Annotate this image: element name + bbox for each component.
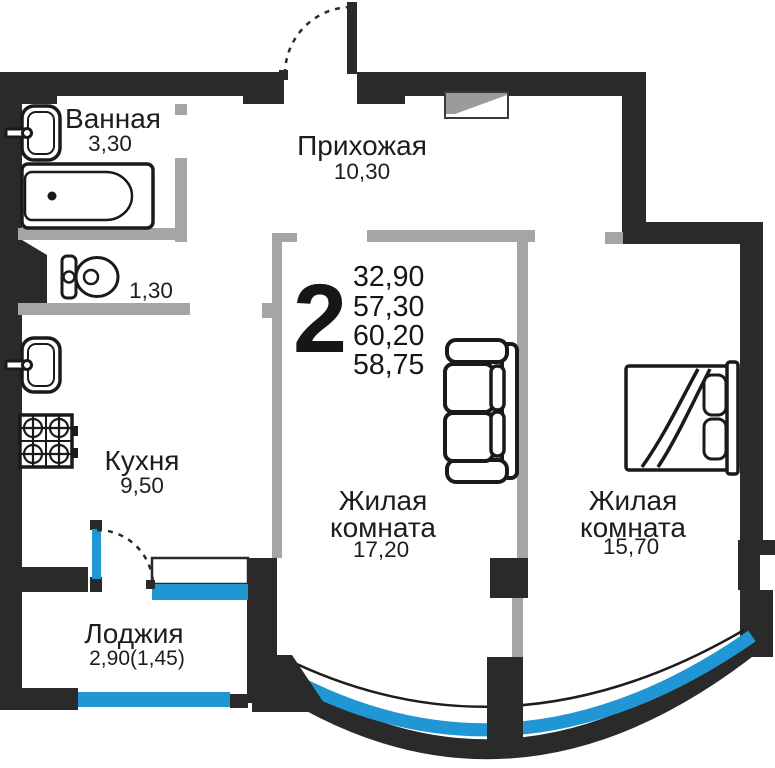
room-area: 9,50 — [120, 473, 164, 498]
room-area: 1,30 — [129, 278, 173, 303]
doors — [92, 2, 357, 589]
room-living-1: Жилая комната 17,20 — [330, 485, 436, 562]
partition-segment — [517, 242, 528, 558]
bathroom-fixtures — [4, 104, 155, 300]
wall-segment — [357, 96, 405, 104]
bay-window — [252, 628, 767, 760]
wall-segment — [490, 558, 528, 598]
room-label: Прихожая — [297, 130, 427, 161]
wall-segment — [22, 567, 88, 592]
room-label: Жилая — [339, 485, 428, 516]
bay-left-pier — [252, 655, 330, 712]
partition-segment — [367, 230, 535, 242]
partition-segment — [272, 233, 282, 558]
partition-segment — [605, 232, 623, 244]
door-stop — [146, 580, 155, 589]
wall-segment — [243, 96, 284, 104]
room-labels: Ванная 3,30 1,30 Прихожая 10,30 Кухня 9,… — [65, 103, 686, 670]
partition-segment — [18, 228, 187, 240]
room-bathroom: Ванная 3,30 — [65, 103, 161, 156]
area-value: 58,75 — [353, 349, 424, 381]
wall-segment — [0, 72, 22, 710]
wall-segment — [622, 96, 646, 222]
rooms-count: 2 — [293, 264, 347, 373]
bathtub-icon — [20, 162, 155, 230]
apartment-legend: 2 32,90 57,30 60,20 58,75 — [293, 261, 424, 381]
windows — [78, 556, 250, 707]
wall-segment — [0, 688, 78, 710]
room-area: 10,30 — [334, 159, 390, 184]
balcony-door-swing — [96, 528, 155, 586]
room-area: 3,30 — [88, 131, 132, 156]
double-bed-icon — [624, 360, 740, 476]
wall-segment — [90, 577, 102, 592]
room-label: Кухня — [105, 445, 180, 476]
room-area: 17,20 — [353, 537, 409, 562]
room-wc: 1,30 — [129, 278, 173, 303]
partition-segment — [18, 303, 190, 315]
partition-segment — [512, 598, 523, 657]
room-label: комната — [580, 512, 686, 543]
bay-center-pier — [487, 657, 523, 745]
partition-segment — [262, 303, 272, 318]
balcony-door-leaf — [92, 529, 101, 579]
room-living-2: Жилая комната 15,70 — [580, 485, 686, 559]
room-label: комната — [330, 512, 436, 543]
entrance-door-leaf — [347, 2, 357, 74]
sink-icon — [4, 104, 62, 162]
wall-segment — [738, 540, 775, 555]
room-area: 2,90(1,45) — [89, 647, 185, 670]
room-label: Жилая — [589, 485, 678, 516]
bay-outer-wall — [256, 630, 767, 760]
room-hallway: Прихожая 10,30 — [297, 130, 427, 184]
wall-segment — [4, 72, 284, 96]
partition-segment — [175, 158, 187, 242]
wall-segment — [622, 222, 763, 244]
sink-icon — [4, 336, 62, 394]
entrance-door-icon — [283, 2, 357, 75]
kitchen-window-sill — [150, 556, 250, 586]
wall-segment — [738, 555, 760, 590]
partition-segment — [175, 104, 187, 115]
balcony-door-icon — [92, 528, 155, 589]
wall-segment — [279, 70, 288, 80]
wall-segment — [4, 96, 57, 104]
wall-segment — [90, 520, 102, 530]
room-loggia: Лоджия 2,90(1,45) — [84, 618, 184, 670]
kitchen-window-glass — [152, 584, 248, 600]
partitions — [18, 104, 623, 657]
partition-segment — [282, 233, 297, 242]
blanket-fold — [640, 368, 700, 469]
ventilation-shaft — [22, 240, 47, 303]
room-label: Ванная — [65, 103, 161, 134]
area-value: 57,30 — [353, 291, 424, 323]
wall-segment — [230, 694, 248, 708]
kitchen-fixtures — [4, 336, 78, 469]
wall-segment — [740, 244, 763, 540]
toilet-icon — [60, 254, 120, 300]
room-area: 15,70 — [603, 534, 659, 559]
room-kitchen: Кухня 9,50 — [105, 445, 180, 498]
area-value: 32,90 — [353, 261, 424, 293]
area-value: 60,20 — [353, 320, 424, 352]
stove-icon — [18, 413, 78, 469]
blanket-fold — [656, 368, 712, 468]
room-label: Лоджия — [84, 618, 183, 649]
loggia-window-glass — [78, 692, 230, 707]
entrance-door-swing — [283, 5, 353, 75]
wardrobe-icon — [444, 91, 509, 119]
sofa-icon — [443, 338, 519, 484]
